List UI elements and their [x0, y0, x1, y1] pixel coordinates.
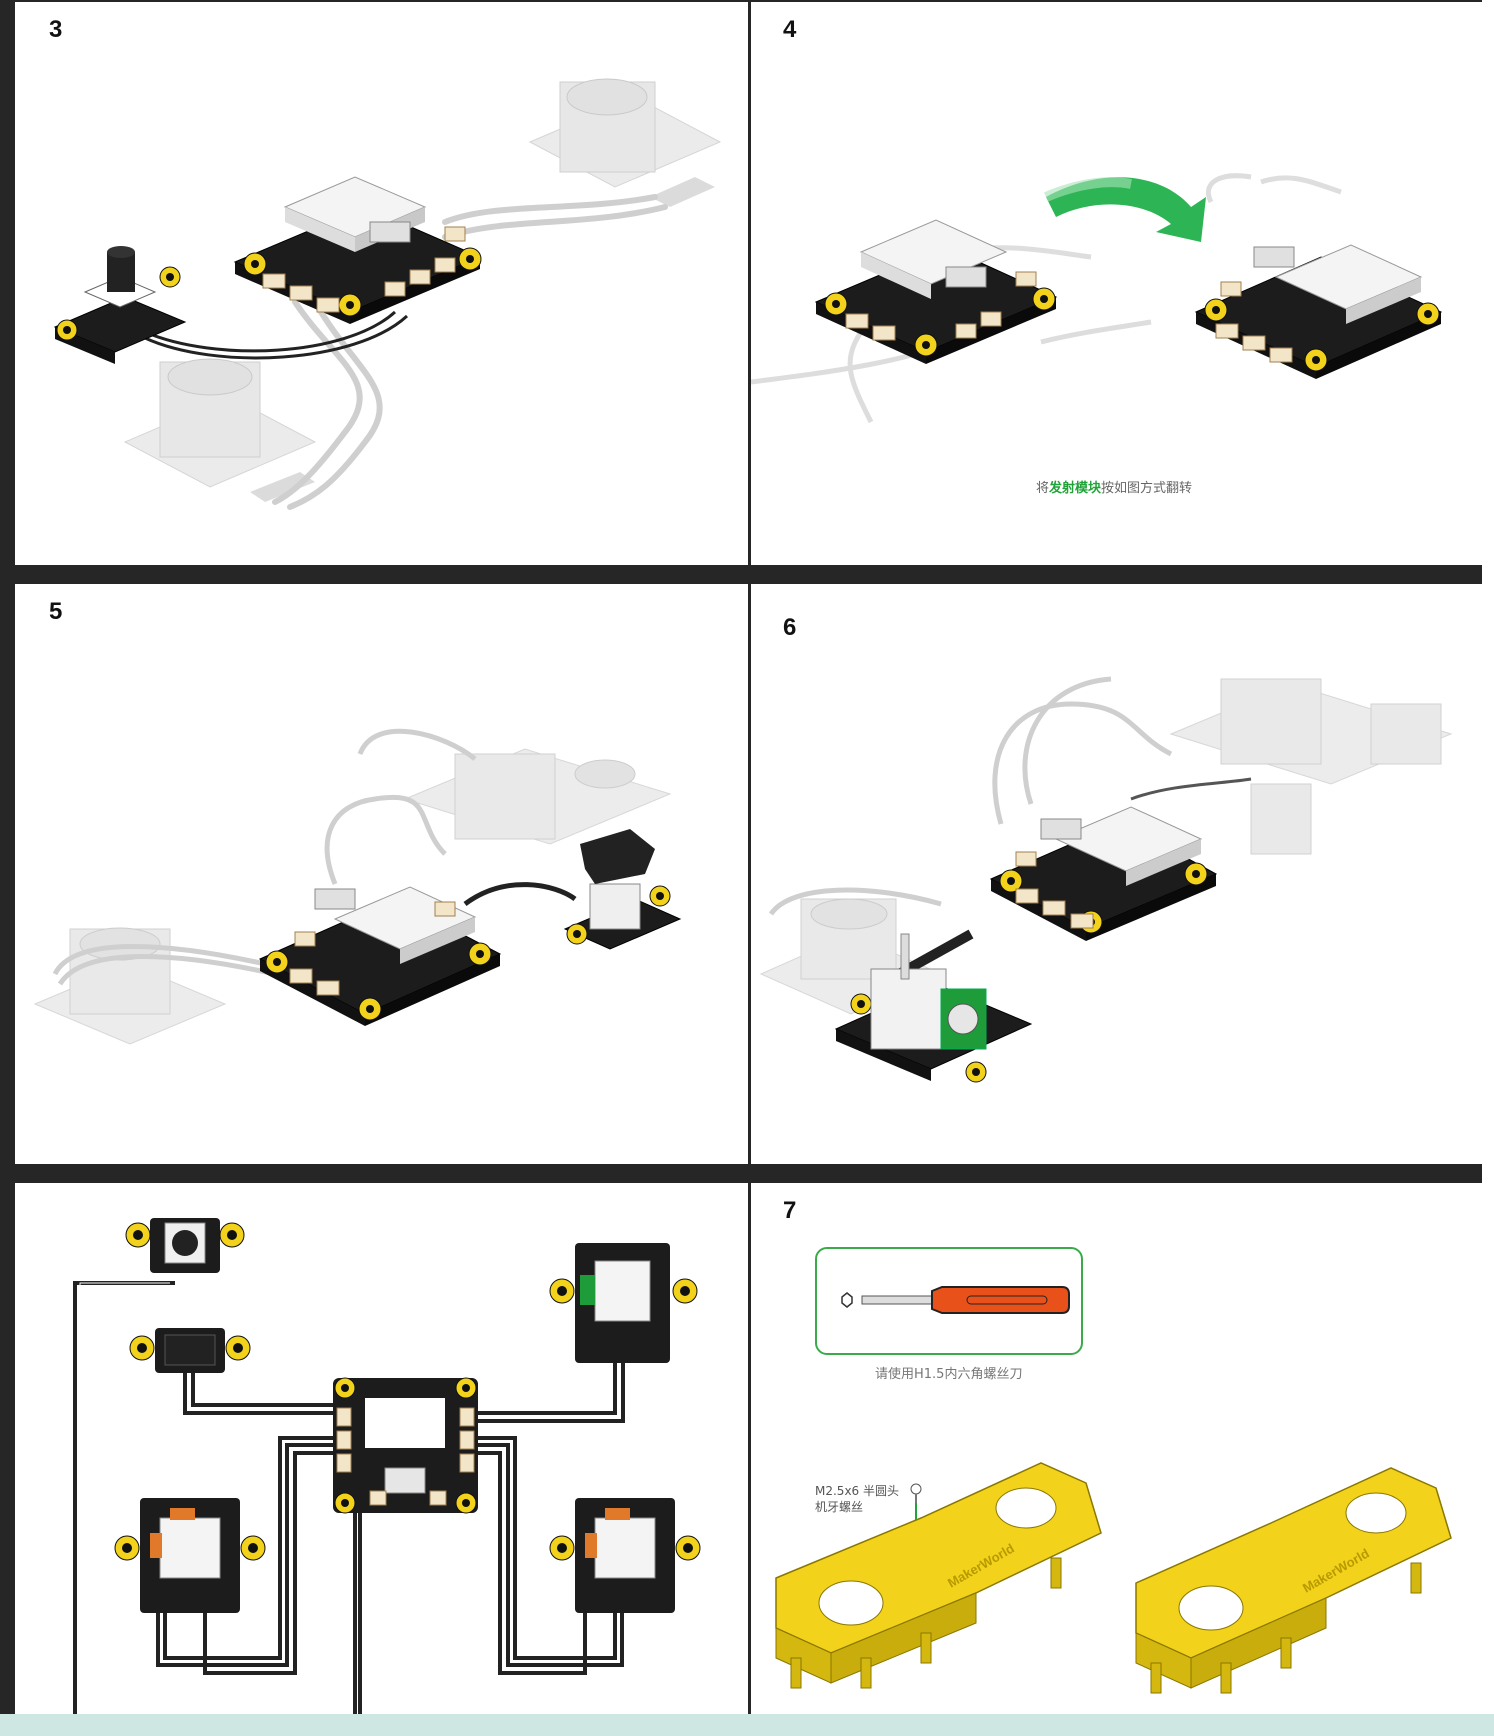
ghost-joystick-module [123, 358, 317, 502]
ghost-joystick-module [528, 78, 722, 207]
main-controller-board [233, 176, 482, 324]
step-7-illustration: MakerWorld MakerWorld [775, 1462, 1452, 1694]
screw-spec-line-1: M2.5x6 半圆头 [815, 1484, 899, 1498]
joystick-module [114, 1498, 266, 1613]
step-number: 6 [783, 614, 797, 641]
screwdriver-box [815, 1247, 1083, 1355]
ghost-joystick-module [403, 748, 672, 845]
push-button-module [53, 246, 187, 364]
launch-module-before [814, 219, 1058, 364]
step-number: 3 [49, 16, 63, 43]
toggle-switch-module [129, 1328, 251, 1373]
ghost-joystick-module [1169, 678, 1453, 855]
screw-spec-label: M2.5x6 半圆头 机牙螺丝 [815, 1483, 899, 1515]
step-number: 5 [49, 598, 63, 625]
bottom-strip [0, 1714, 1494, 1736]
yellow-bracket: MakerWorld [775, 1462, 1102, 1689]
step-5-illustration [33, 728, 682, 1045]
toggle-switch-module [563, 829, 682, 950]
screwdriver-icon [841, 1286, 1070, 1314]
joystick-module [834, 933, 1033, 1083]
main-controller-board [989, 806, 1218, 941]
main-controller-board [333, 1377, 478, 1514]
step-number: 7 [783, 1197, 797, 1224]
joystick-module [549, 1498, 701, 1613]
panel-step-7: 7 请使用H1.5内六角螺丝刀 M2.5x6 半圆头 机牙螺丝 [751, 1183, 1482, 1714]
ghost-joystick-module [33, 927, 227, 1045]
page-margin [1482, 0, 1494, 1736]
panel-step-3: 3 [15, 2, 748, 565]
caption-pre: 将 [1036, 481, 1050, 496]
screw-spec-line-2: 机牙螺丝 [815, 1500, 864, 1514]
launch-module-highlight: 发射模块 [1049, 481, 1102, 496]
joystick-module [549, 1243, 698, 1363]
panel-wiring-diagram [15, 1183, 748, 1714]
step-4-caption: 将发射模块按如图方式翻转 [1036, 477, 1192, 496]
screwdriver-caption: 请使用H1.5内六角螺丝刀 [875, 1367, 1023, 1382]
launch-module-after [1194, 244, 1443, 379]
screw-icon [910, 1483, 922, 1503]
flip-arrow-icon [1046, 177, 1206, 242]
wiring-diagram [73, 1218, 701, 1714]
step-6-illustration [759, 676, 1453, 1083]
main-controller-board [258, 886, 502, 1026]
step-3-illustration [53, 78, 722, 510]
caption-post: 按如图方式翻转 [1101, 481, 1193, 496]
yellow-bracket: MakerWorld [1135, 1467, 1452, 1694]
panel-step-5: 5 [15, 584, 748, 1164]
step-number: 4 [783, 16, 797, 43]
panel-step-4: 4 [751, 2, 1482, 565]
step-4-illustration [751, 173, 1443, 424]
push-button-module [125, 1218, 245, 1273]
panel-step-6: 6 [751, 584, 1482, 1164]
